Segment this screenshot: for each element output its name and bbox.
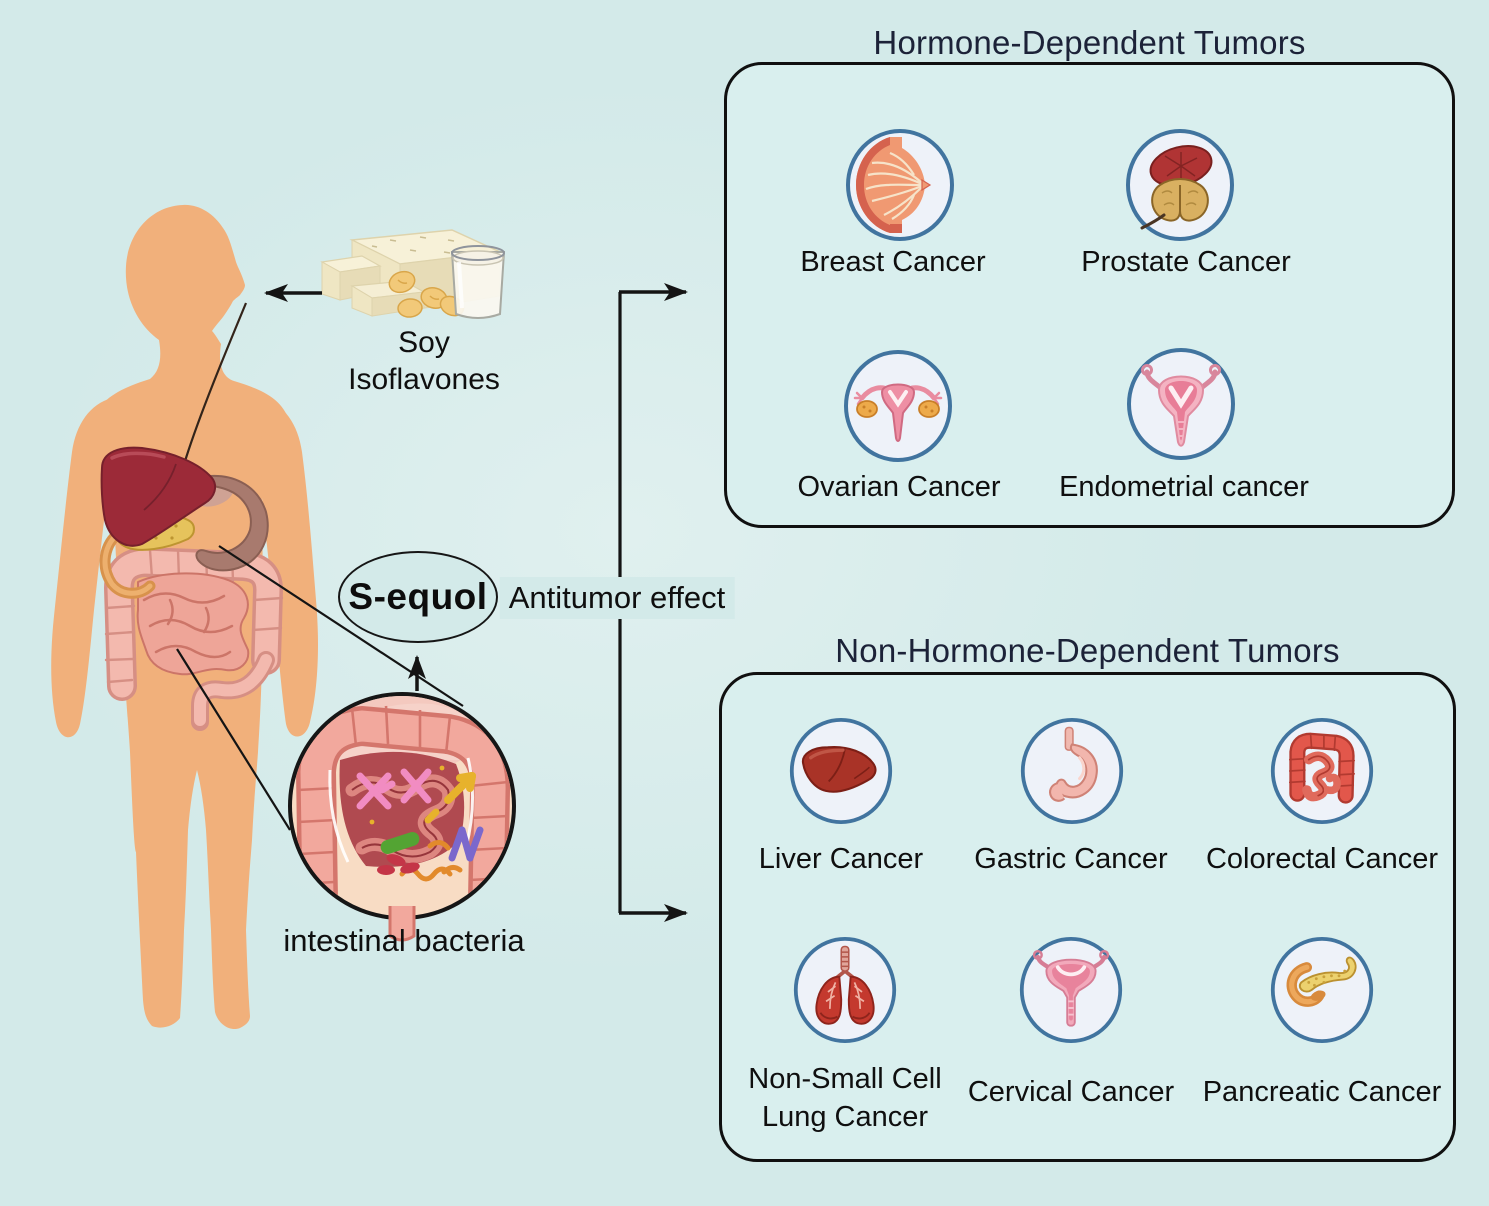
pancreas-icon: [1269, 935, 1375, 1045]
cervical-cancer-label: Cervical Cancer: [967, 1076, 1175, 1108]
intestinal-bacteria-label: intestinal bacteria: [283, 923, 525, 958]
soy-isoflavones-label: Soy Isoflavones: [348, 326, 500, 396]
non-hormone-box-title: Non-Hormone-Dependent Tumors: [835, 632, 1340, 669]
hormone-box-title: Hormone-Dependent Tumors: [873, 24, 1306, 61]
lungs-icon: [792, 935, 898, 1045]
colon-icon: [1269, 716, 1375, 826]
ovarian-cancer-label: Ovarian Cancer: [797, 471, 1001, 503]
intestine-zoom-line-b: [176, 648, 291, 831]
uterus-ovaries-icon: [842, 348, 954, 464]
bacteria-shapes: [356, 765, 484, 882]
pancreatic-cancer-label: Pancreatic Cancer: [1202, 1076, 1442, 1108]
soy-foods-illustration: [320, 229, 506, 319]
antitumor-effect-label: Antitumor effect: [499, 577, 735, 619]
uterus-icon: [1125, 346, 1237, 462]
body-stomach: [190, 474, 269, 572]
prostate-cancer-label: Prostate Cancer: [1081, 246, 1291, 278]
body-pancreas: [99, 512, 195, 599]
soy-milk-glass: [450, 245, 506, 319]
bacteria-circle-illustration: [288, 692, 516, 942]
soybeans: [388, 270, 465, 318]
lung-cancer-label: Non-Small Cell Lung Cancer: [748, 1063, 942, 1133]
stomach-icon: [1019, 716, 1125, 826]
prostate-icon: [1124, 127, 1236, 243]
breast-cancer-label: Breast Cancer: [800, 246, 986, 278]
body-intestines: [104, 547, 284, 731]
hormone-box: [724, 62, 1455, 528]
tofu-block: [320, 229, 503, 317]
human-body-illustration: [51, 204, 318, 1030]
cervix-icon: [1018, 935, 1124, 1045]
endometrial-cancer-label: Endometrial cancer: [1059, 471, 1309, 503]
sequol-node: S-equol: [338, 551, 498, 643]
esophagus-line: [169, 302, 248, 537]
gastric-cancer-label: Gastric Cancer: [974, 843, 1168, 875]
liver-icon: [788, 716, 894, 826]
breast-icon: [844, 127, 956, 243]
body-liver: [100, 446, 217, 547]
colorectal-cancer-label: Colorectal Cancer: [1205, 843, 1439, 875]
liver-cancer-label: Liver Cancer: [758, 843, 924, 875]
sequol-label: S-equol: [348, 576, 488, 617]
